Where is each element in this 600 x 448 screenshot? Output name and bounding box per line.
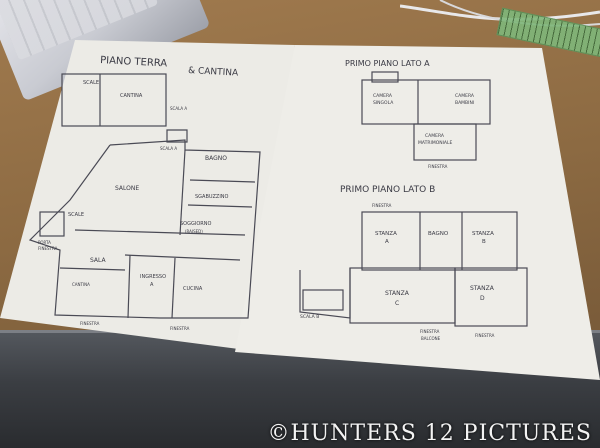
left-title-2: & CANTINA xyxy=(188,66,239,79)
label-sgabuzzino: SGABUZZINO xyxy=(195,194,229,200)
label-camera-singola-2: SINGOLA xyxy=(373,100,394,106)
label-scala-a-mid: SCALA A xyxy=(160,146,177,151)
label-scale: SCALE xyxy=(83,80,99,86)
label-stanza-b-2: B xyxy=(482,239,486,245)
label-porta: PORTA xyxy=(38,240,51,245)
label-stanza-d: STANZA xyxy=(470,285,495,292)
label-stanza-a: STANZA xyxy=(375,231,397,237)
label-finestra-2: FINESTRA xyxy=(170,326,190,331)
label-finestra-b1: FINESTRA xyxy=(372,203,392,208)
label-stanza-b: STANZA xyxy=(472,231,494,237)
label-sala: SALA xyxy=(90,257,107,264)
label-scala-a-top: SCALA A xyxy=(170,106,187,111)
label-stanza-c-2: C xyxy=(395,300,399,307)
label-cantina: CANTINA xyxy=(120,93,143,99)
label-scale-b: SCALE xyxy=(68,212,84,218)
label-porta-2: FINESTRA xyxy=(38,246,58,251)
label-camera-matr: CAMERA xyxy=(425,133,445,139)
label-finestra-b2: FINESTRA xyxy=(420,329,440,334)
label-finestra-b3: FINESTRA xyxy=(475,333,495,338)
label-ingresso: INGRESSO xyxy=(140,274,166,280)
label-cucina: CUCINA xyxy=(183,286,203,292)
label-balcone: BALCONE xyxy=(421,336,441,341)
label-finestra-a: FINESTRA xyxy=(428,164,448,169)
watermark: ©HUNTERS 12 PICTURES xyxy=(267,421,592,446)
label-soggiorno-2: (RAISED) xyxy=(185,229,203,234)
label-bagno: BAGNO xyxy=(205,155,227,162)
label-stanza-c: STANZA xyxy=(385,290,410,297)
label-salone: SALONE xyxy=(115,185,139,192)
label-camera-singola: CAMERA xyxy=(373,93,393,99)
label-stanza-a-2: A xyxy=(385,239,389,245)
label-stanza-d-2: D xyxy=(480,295,485,302)
label-scala-b: SCALA B xyxy=(300,314,319,320)
label-bagno-b: BAGNO xyxy=(428,231,449,237)
label-soggiorno: SOGGIORNO xyxy=(180,221,211,227)
left-title: PIANO TERRA xyxy=(100,55,168,70)
label-camera-bambini: CAMERA xyxy=(455,93,475,99)
label-ingresso-2: A xyxy=(150,282,154,288)
label-camera-matr-2: MATRIMONIALE xyxy=(418,140,453,146)
label-finestra-1: FINESTRA xyxy=(80,321,100,326)
right-title-b: PRIMO PIANO LATO B xyxy=(340,185,435,195)
label-camera-bambini-2: BAMBINI xyxy=(455,100,474,106)
right-title-a: PRIMO PIANO LATO A xyxy=(345,59,430,68)
label-cantina-2: CANTINA xyxy=(72,282,90,287)
